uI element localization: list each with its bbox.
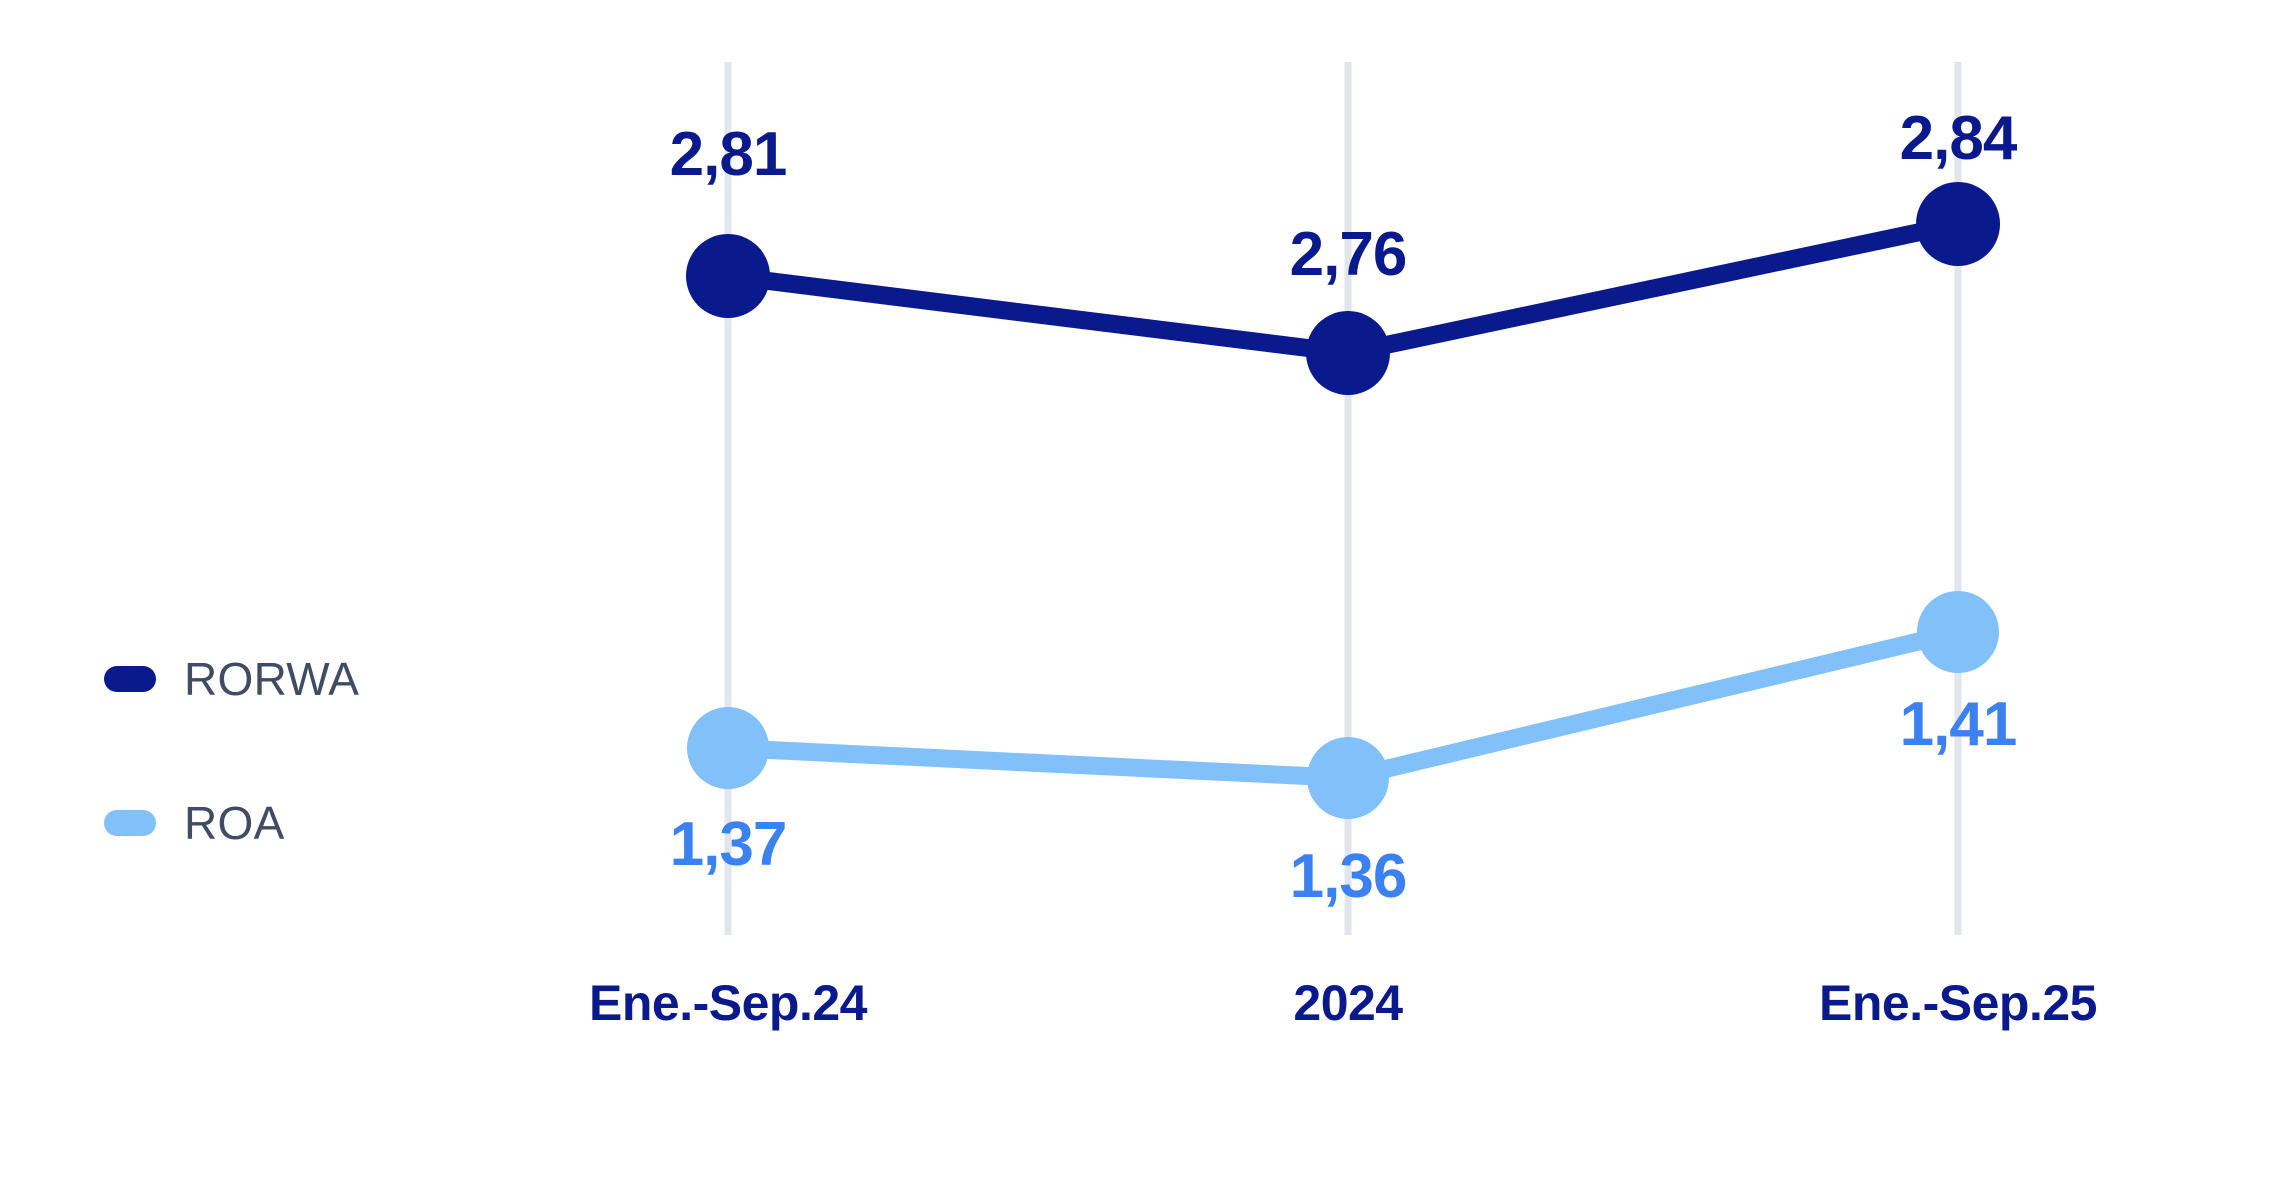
category-label-1: Ene.-Sep.24 xyxy=(589,975,867,1031)
rorwa-value-label-3: 2,84 xyxy=(1899,104,2018,173)
roa-point-2[interactable] xyxy=(1307,737,1389,819)
category-label-3: Ene.-Sep.25 xyxy=(1819,975,2097,1031)
legend-label-roa: ROA xyxy=(184,797,285,849)
series-roa xyxy=(687,591,1999,819)
roa-value-label-3: 1,41 xyxy=(1899,690,2018,759)
roa-point-3[interactable] xyxy=(1917,591,1999,673)
series-rorwa xyxy=(686,182,2000,395)
roa-value-label-2: 1,36 xyxy=(1289,842,1408,911)
legend-label-rorwa: RORWA xyxy=(184,653,360,705)
category-label-2: 2024 xyxy=(1293,975,1403,1031)
rorwa-point-2[interactable] xyxy=(1306,311,1390,395)
legend-item-roa[interactable]: ROA xyxy=(104,792,444,854)
rorwa-value-label-1: 2,81 xyxy=(669,120,788,189)
legend-swatch-roa-icon xyxy=(104,810,156,836)
rorwa-value-label-2: 2,76 xyxy=(1289,220,1408,289)
roa-point-1[interactable] xyxy=(687,707,769,789)
rorwa-point-1[interactable] xyxy=(686,234,770,318)
legend-swatch-rorwa-icon xyxy=(104,666,156,692)
chart-legend: RORWA ROA xyxy=(104,648,444,854)
rorwa-point-3[interactable] xyxy=(1916,182,2000,266)
roa-value-label-1: 1,37 xyxy=(669,810,788,879)
legend-item-rorwa[interactable]: RORWA xyxy=(104,648,444,710)
